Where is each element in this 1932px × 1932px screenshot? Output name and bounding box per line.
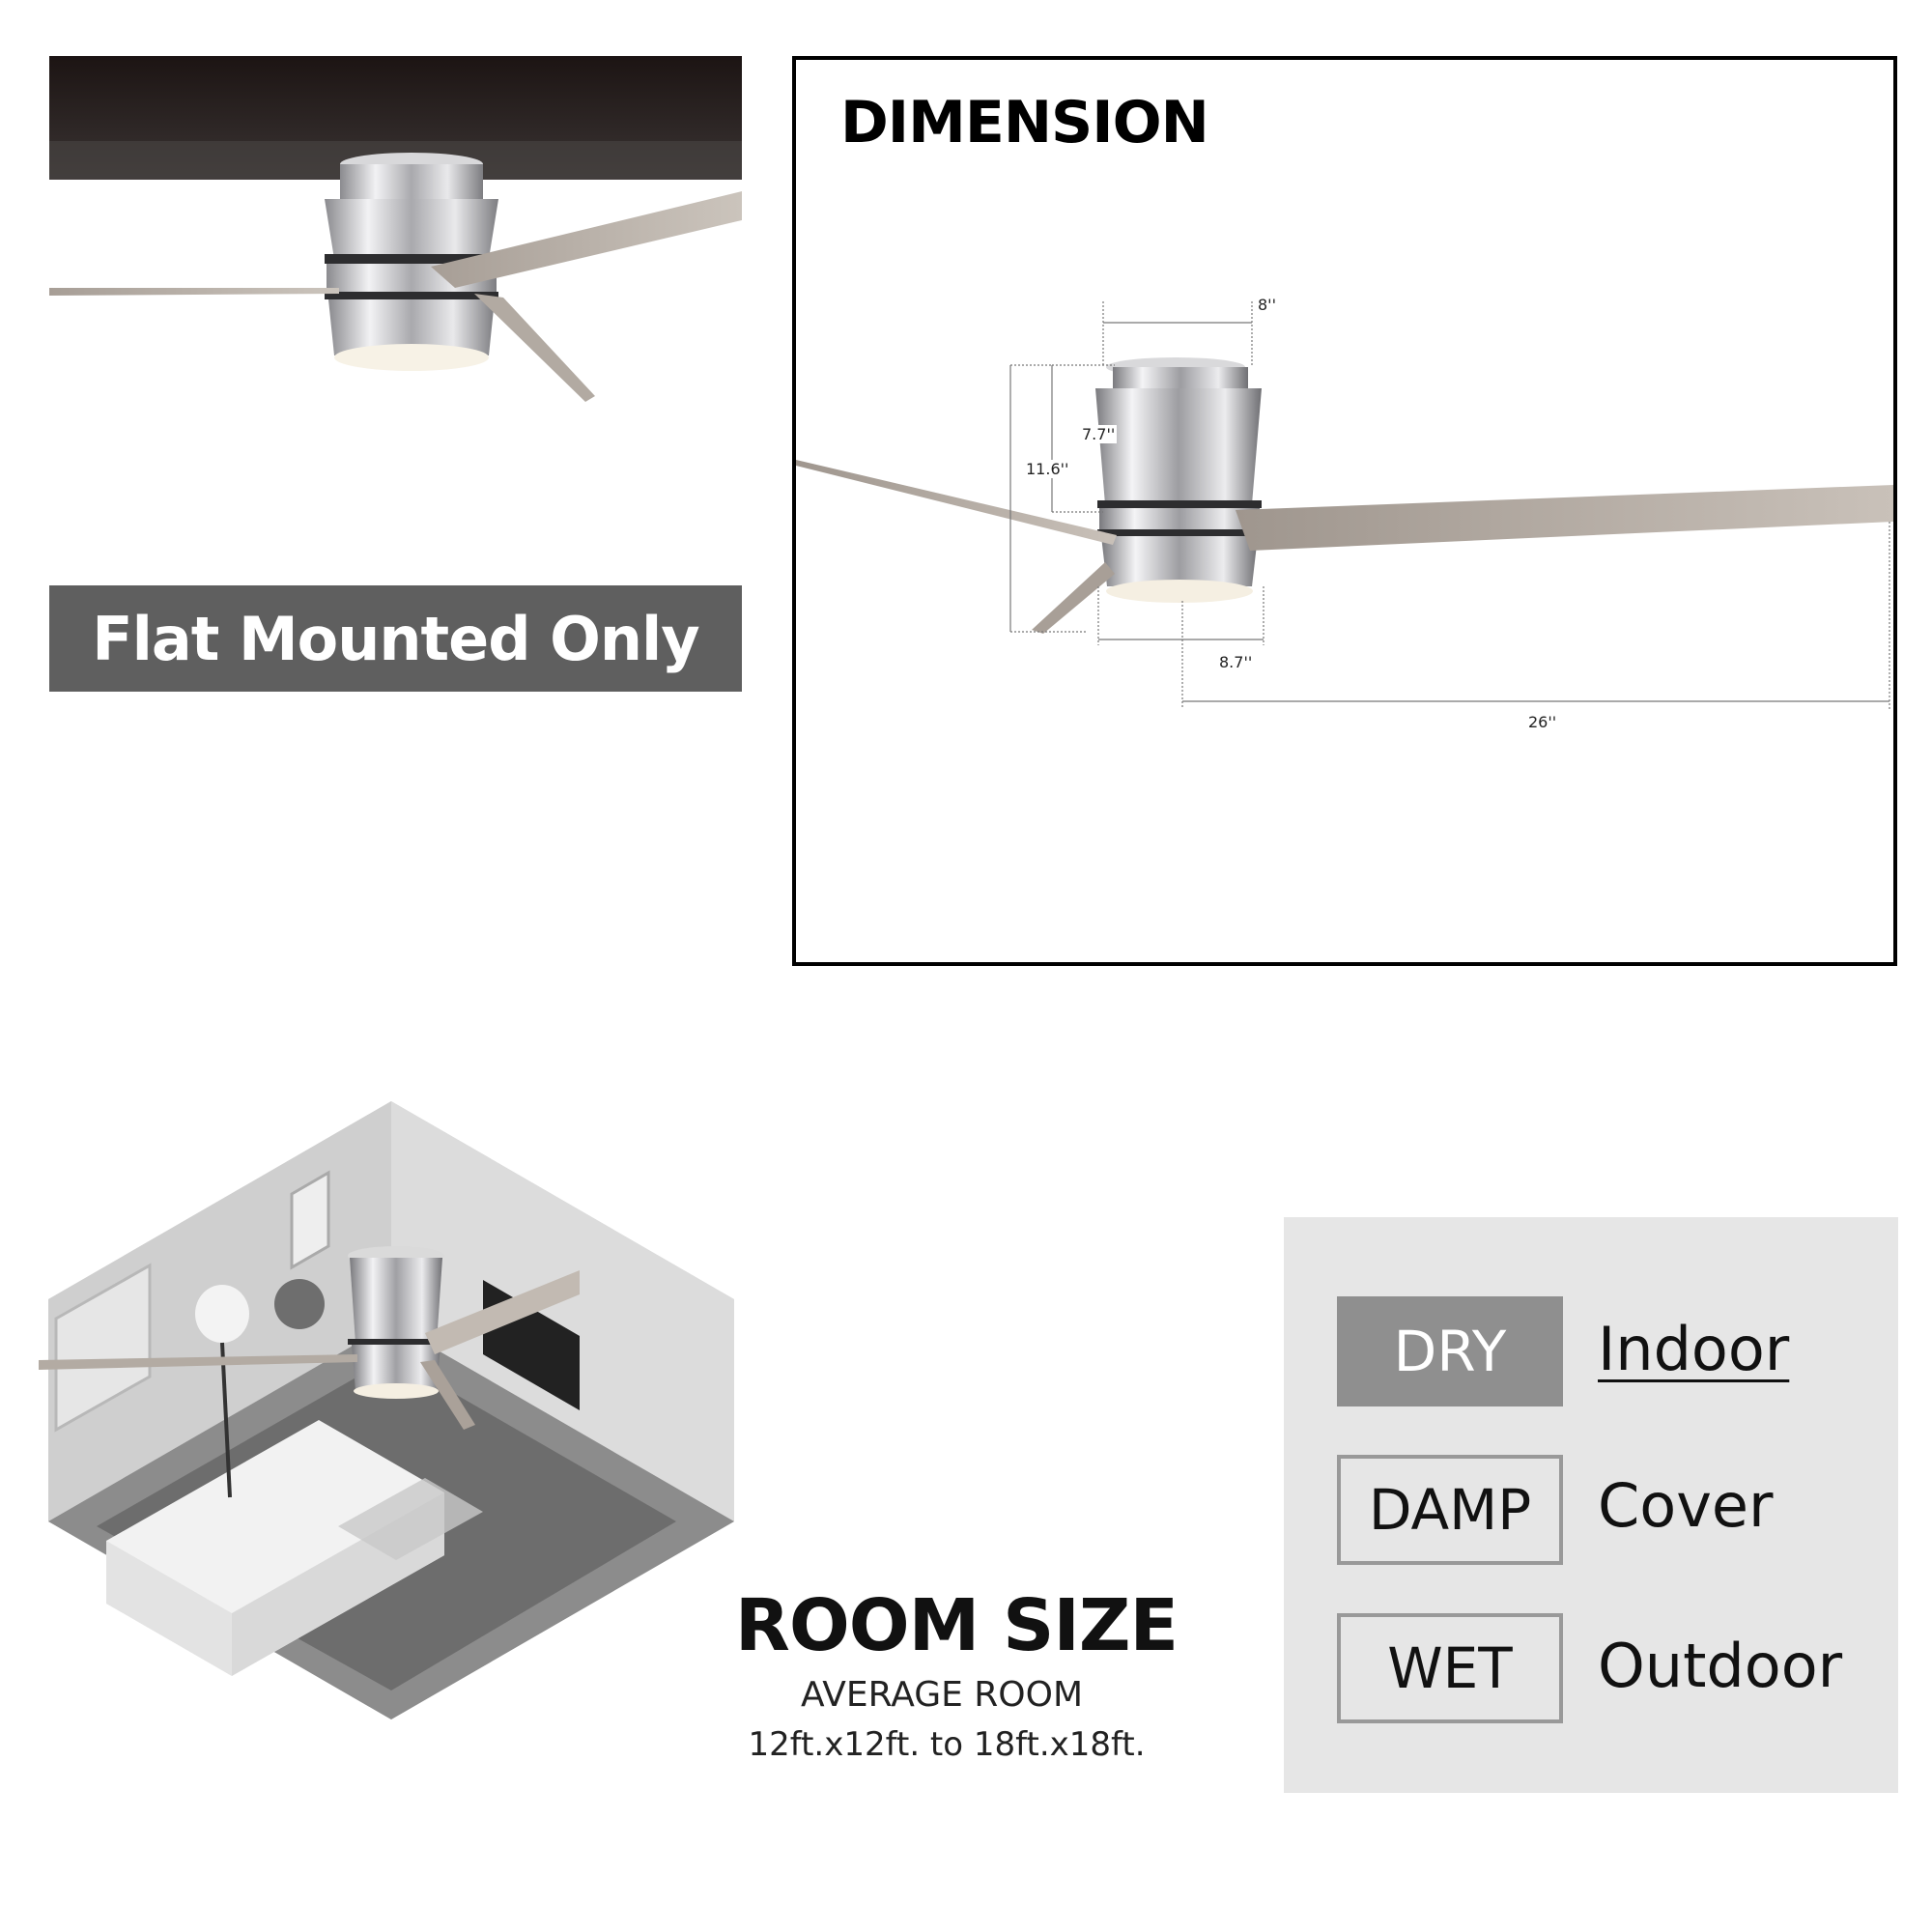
room-size-title: ROOM SIZE xyxy=(734,1584,1179,1667)
room-size-subtitle: AVERAGE ROOM xyxy=(800,1675,1084,1715)
rating-description-cover: Cover xyxy=(1598,1470,1774,1541)
room-illustration xyxy=(39,1101,734,1719)
rating-badge-dry: DRY xyxy=(1337,1296,1563,1406)
rating-badge-label: WET xyxy=(1387,1635,1513,1701)
location-rating-panel: DRY Indoor DAMP Cover WET Outdoor xyxy=(1284,1217,1898,1793)
dim-label-canopy-width: 8'' xyxy=(1256,296,1278,314)
fan-blade xyxy=(420,1360,475,1430)
fan-blade xyxy=(49,288,339,296)
fan-blade xyxy=(796,460,1117,545)
dim-label-overall-height: 11.6'' xyxy=(1024,460,1071,478)
dim-label-blade-length: 26'' xyxy=(1526,713,1559,731)
dimension-title: DIMENSION xyxy=(840,89,1209,156)
flat-mounted-label: Flat Mounted Only xyxy=(92,603,699,674)
fan-blade xyxy=(39,1354,357,1370)
room-size-range: 12ft.x12ft. to 18ft.x18ft. xyxy=(748,1725,1146,1764)
flat-mounted-banner: Flat Mounted Only xyxy=(49,585,742,692)
dim-label-motor-height: 7.7'' xyxy=(1080,425,1118,443)
dim-label-light-kit-width: 8.7'' xyxy=(1217,653,1255,671)
fan-blade xyxy=(425,1270,580,1354)
fan-blade xyxy=(1236,485,1893,551)
flat-mount-product-photo xyxy=(49,56,742,402)
fan-blade xyxy=(1032,562,1115,634)
rating-description-indoor: Indoor xyxy=(1598,1314,1790,1384)
fan-blade xyxy=(431,191,742,288)
rating-badge-label: DAMP xyxy=(1368,1477,1532,1543)
fan-blade xyxy=(474,294,595,402)
rating-badge-damp: DAMP xyxy=(1337,1455,1563,1565)
rating-badge-label: DRY xyxy=(1393,1319,1507,1384)
rating-description-outdoor: Outdoor xyxy=(1598,1631,1843,1701)
rating-badge-wet: WET xyxy=(1337,1613,1563,1723)
dimension-drawing xyxy=(796,301,1893,709)
